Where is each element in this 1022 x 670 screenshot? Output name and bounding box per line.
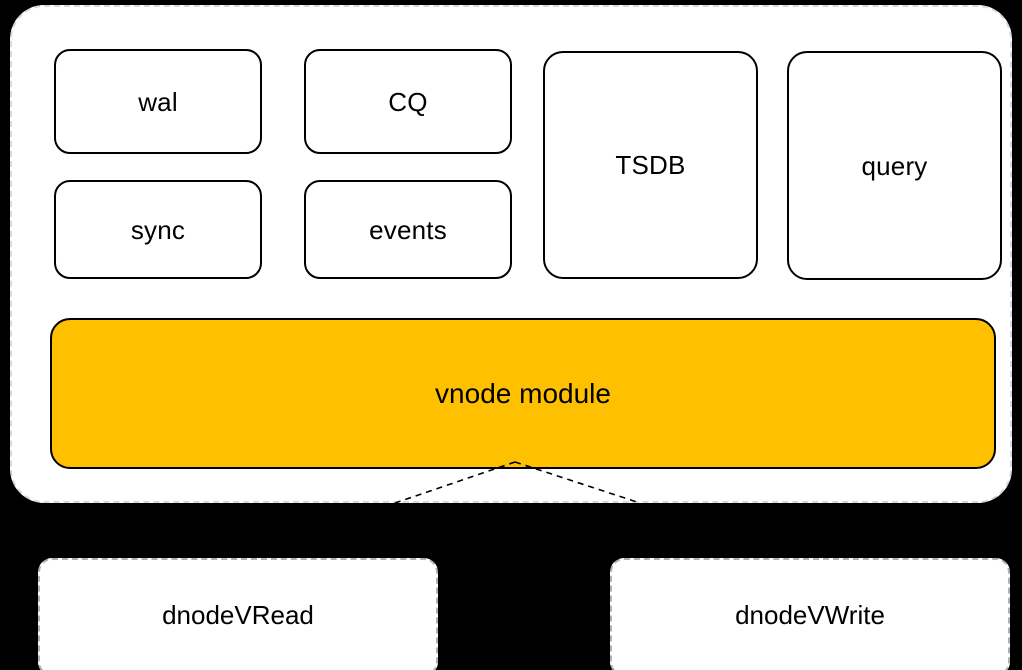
module-box-query[interactable]: query (787, 51, 1002, 280)
vnode-module-label: vnode module (435, 377, 611, 409)
module-label-wal: wal (138, 86, 178, 117)
dnode-label-dnodevwrite: dnodeVWrite (735, 600, 885, 630)
module-box-sync[interactable]: sync (54, 180, 262, 279)
module-label-query: query (861, 150, 928, 181)
module-label-cq: CQ (388, 86, 428, 117)
module-box-wal[interactable]: wal (54, 49, 262, 154)
dnode-box-dnodevwrite[interactable]: dnodeVWrite (610, 558, 1010, 670)
module-label-sync: sync (130, 214, 186, 245)
module-label-events: events (369, 214, 447, 245)
dnode-box-dnodevread[interactable]: dnodeVRead (38, 558, 438, 670)
module-box-events[interactable]: events (304, 180, 512, 279)
module-box-tsdb[interactable]: TSDB (543, 51, 758, 279)
module-label-tsdb: TSDB (615, 150, 686, 180)
vnode-module-bar[interactable]: vnode module (50, 318, 996, 469)
vnode-container: wal CQ sync events TSDB query vnode modu… (10, 5, 1012, 503)
module-box-cq[interactable]: CQ (304, 49, 512, 154)
dnode-label-dnodevread: dnodeVRead (162, 600, 314, 630)
